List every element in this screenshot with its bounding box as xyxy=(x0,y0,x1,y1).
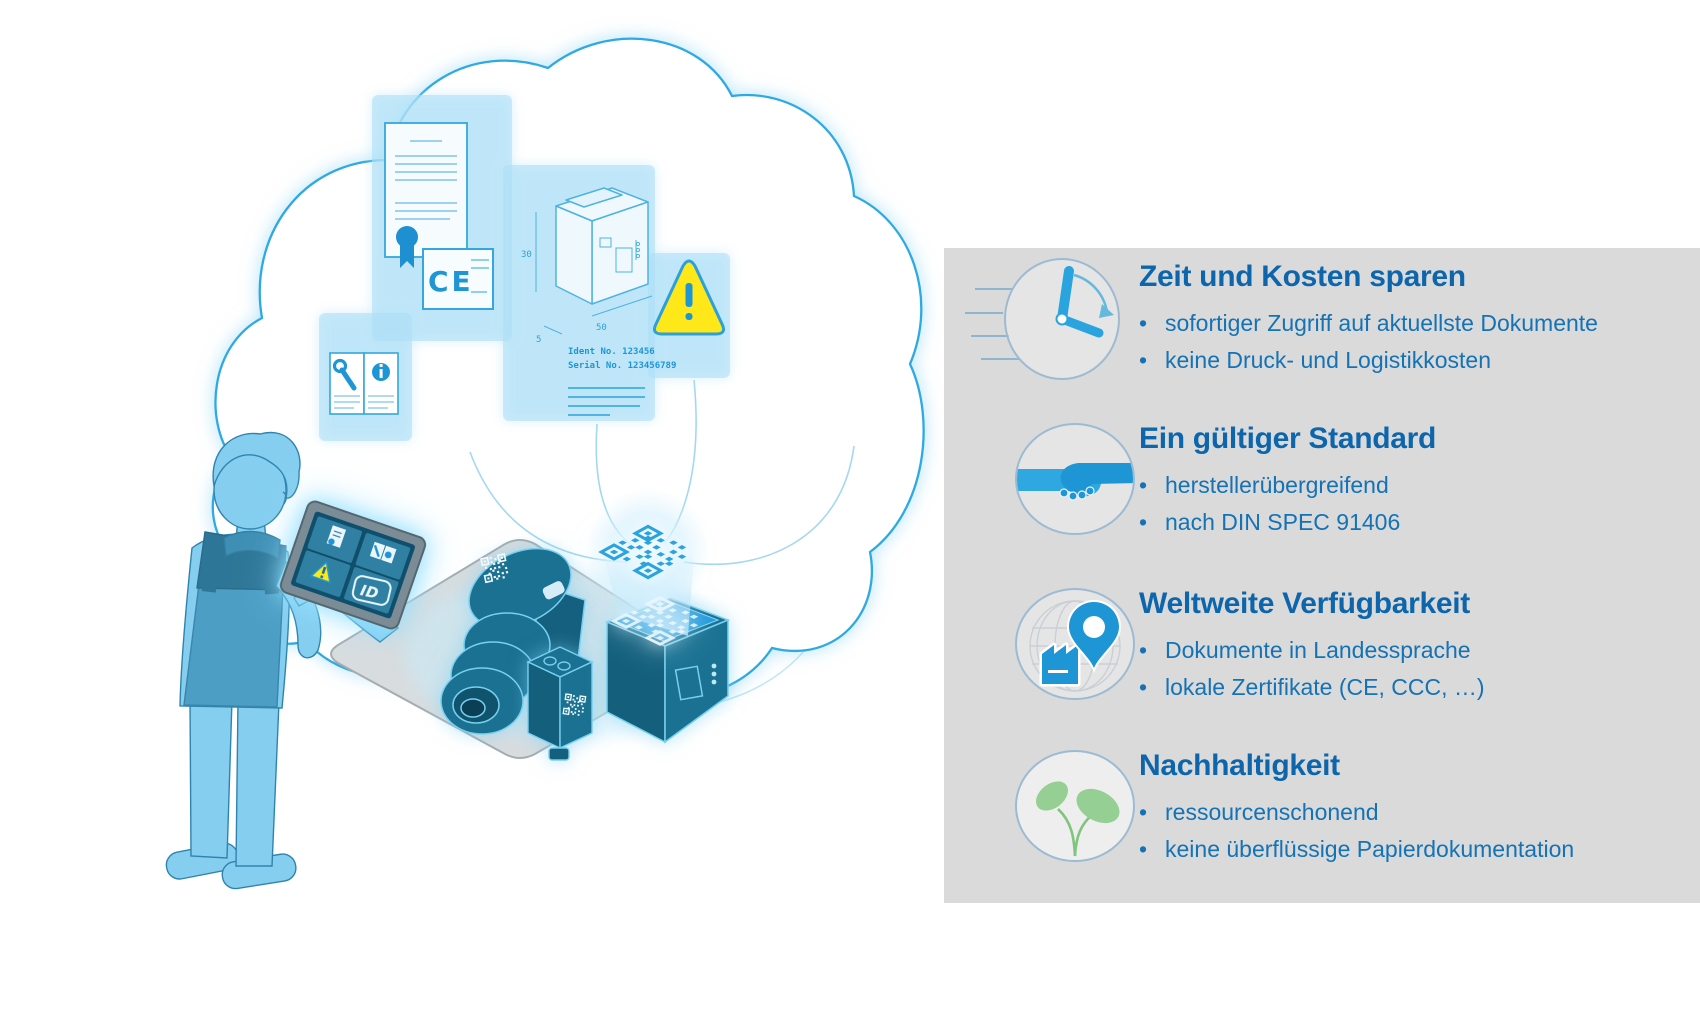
tile-manual-icon xyxy=(369,541,397,564)
collar xyxy=(223,530,281,560)
tablet: ID xyxy=(279,500,427,630)
serial-number: Serial No. 123456789 xyxy=(568,360,676,371)
bullet-text: herstellerübergreifend xyxy=(1165,472,1389,498)
id-badge-label: ID xyxy=(359,581,381,603)
tile-certificate-icon xyxy=(326,525,347,548)
manual-booklet xyxy=(329,352,399,415)
bullet-dot: • xyxy=(1139,347,1148,373)
bullet-text: lokale Zertifikate (CE, CCC, …) xyxy=(1165,674,1485,700)
handshake-icon xyxy=(1015,423,1135,535)
bullet-dot: • xyxy=(1139,836,1148,862)
benefit-zeit-und-kosten: Zeit und Kosten sparen • sofortiger Zugri… xyxy=(944,258,1700,409)
bullet-dot: • xyxy=(1139,310,1148,336)
scanner-device xyxy=(604,597,731,744)
bullet-dot: • xyxy=(1139,674,1148,700)
bullet-text: Dokumente in Landessprache xyxy=(1165,637,1471,663)
wrench-icon xyxy=(332,358,357,391)
dim-depth-label: 5 xyxy=(536,335,541,345)
benefit-bullets: • ressourcenschonend • keine überflüssige … xyxy=(1139,794,1684,868)
tile-id-badge: ID xyxy=(351,575,392,606)
leg xyxy=(235,699,280,867)
sensor-device xyxy=(526,646,594,761)
global-availability-icon xyxy=(1015,588,1135,700)
benefit-title: Weltweite Verfügbarkeit xyxy=(1139,587,1470,620)
overalls xyxy=(183,583,284,708)
warning-triangle-icon xyxy=(653,259,725,336)
benefit-nachhaltigkeit: Nachhaltigkeit • ressourcenschonend • kein… xyxy=(944,748,1700,898)
hair xyxy=(212,431,301,499)
benefit-bullets: • sofortiger Zugriff auf aktuellste Dokum… xyxy=(1139,305,1684,379)
bullet-text: ressourcenschonend xyxy=(1165,799,1379,825)
bullet-text: sofortiger Zugriff auf aktuellste Dokume… xyxy=(1165,310,1598,336)
dim-width-label: 50 xyxy=(596,323,607,333)
sustainability-icon xyxy=(1015,750,1135,862)
leg xyxy=(189,697,233,859)
bullet-text: nach DIN SPEC 91406 xyxy=(1165,509,1401,535)
benefit-bullets: • herstellerübergreifend • nach DIN SPEC 9… xyxy=(1139,467,1684,541)
benefit-standard: Ein gültiger Standard • herstellerübergre… xyxy=(944,421,1700,571)
bullet-text: keine Druck- und Logistikkosten xyxy=(1165,347,1491,373)
benefit-title: Zeit und Kosten sparen xyxy=(1139,260,1466,293)
dim-height-label: 30 xyxy=(521,250,532,260)
benefit-bullets: • Dokumente in Landessprache • lokale Zert… xyxy=(1139,632,1684,706)
bullet-text: keine überflüssige Papierdokumentation xyxy=(1165,836,1575,862)
ce-mark-label: CE xyxy=(428,265,474,298)
clock-icon xyxy=(965,258,1120,380)
bullet-dot: • xyxy=(1139,472,1148,498)
cloud-documentation-illustration: CE xyxy=(165,37,925,890)
benefit-title: Nachhaltigkeit xyxy=(1139,749,1340,782)
seedling-icon xyxy=(1036,781,1120,857)
certificate-document xyxy=(384,122,468,268)
ce-declaration: CE xyxy=(422,248,494,310)
factory-icon xyxy=(1039,642,1081,687)
benefit-title: Ein gültiger Standard xyxy=(1139,422,1437,455)
ident-number: Ident No. 123456 xyxy=(568,347,655,357)
bullet-dot: • xyxy=(1139,637,1148,663)
seal-icon xyxy=(396,226,418,268)
benefits-panel: Zeit und Kosten sparen • sofortiger Zugri… xyxy=(944,248,1700,903)
info-icon xyxy=(372,363,390,381)
tablet-tiles: ID xyxy=(295,516,411,614)
datasheet-content: 30 50 5 Ident No. 123456 Serial No. 1234… xyxy=(521,187,676,416)
bullet-dot: • xyxy=(1139,799,1148,825)
bullet-dot: • xyxy=(1139,509,1148,535)
benefit-weltweit: Weltweite Verfügbarkeit • Dokumente in La… xyxy=(944,586,1700,736)
